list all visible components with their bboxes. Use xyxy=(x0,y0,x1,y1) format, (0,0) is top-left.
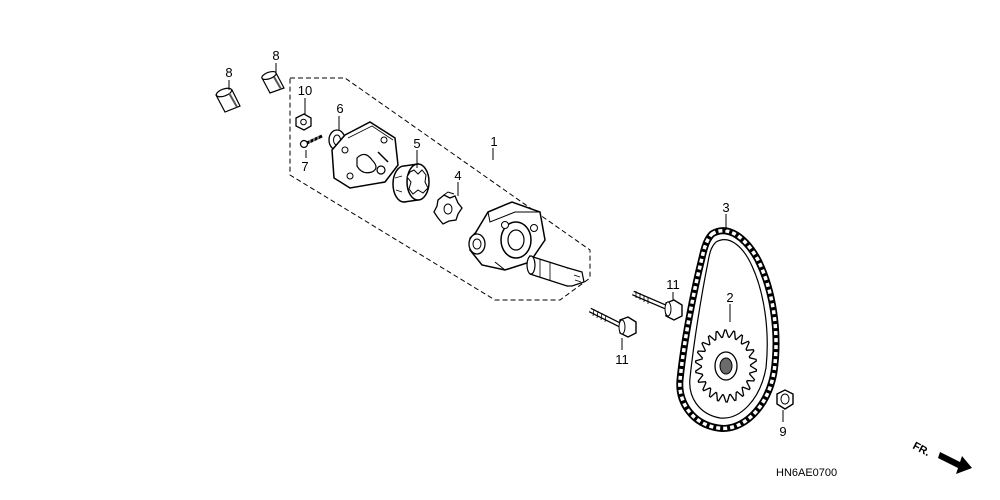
callout-6: 6 xyxy=(336,101,343,116)
callout-1: 1 xyxy=(490,134,497,149)
pump-body xyxy=(468,201,546,271)
dowel-pin-right xyxy=(261,70,285,94)
drive-chain xyxy=(676,227,780,432)
front-direction-label: FR. xyxy=(911,440,932,459)
callout-3: 3 xyxy=(722,200,729,215)
callout-7: 7 xyxy=(301,159,308,174)
callout-2: 2 xyxy=(726,290,733,305)
diagram-code: HN6AE0700 xyxy=(776,467,837,479)
driven-sprocket xyxy=(694,329,758,403)
sprocket-nut xyxy=(776,389,794,410)
leader-lines xyxy=(228,63,784,422)
front-direction-indicator: FR. xyxy=(911,440,972,474)
callout-10: 10 xyxy=(298,83,312,98)
pump-cover-plate xyxy=(331,121,399,189)
nut-small xyxy=(295,113,312,131)
flange-bolt-upper xyxy=(632,290,683,321)
dowel-pin-left xyxy=(215,87,241,113)
callout-9: 9 xyxy=(779,424,786,439)
callout-5: 5 xyxy=(413,136,420,151)
callout-8-right: 8 xyxy=(272,48,279,63)
assembly-group-outline xyxy=(289,77,591,301)
outer-rotor xyxy=(392,163,430,203)
callout-4: 4 xyxy=(454,168,461,183)
callout-11-upper: 11 xyxy=(666,277,680,292)
flange-bolt-lower xyxy=(588,307,637,338)
front-arrow-icon xyxy=(938,452,972,474)
inner-rotor xyxy=(433,191,463,225)
screw-small xyxy=(299,134,323,149)
callout-11-lower: 11 xyxy=(615,352,629,367)
pump-shaft xyxy=(526,255,585,287)
callout-8-left: 8 xyxy=(225,65,232,80)
